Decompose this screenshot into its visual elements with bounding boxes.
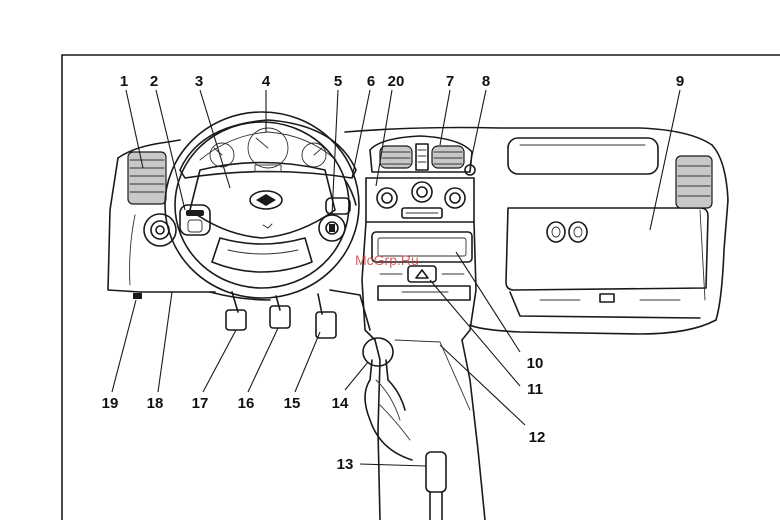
callout-17: 17 <box>192 395 209 412</box>
callout-5: 5 <box>334 73 342 90</box>
callout-15: 15 <box>284 395 301 412</box>
heater-control-panel <box>365 177 475 223</box>
leader-lines <box>111 89 681 467</box>
diagram-frame <box>61 54 780 520</box>
light-switch-knob <box>143 213 177 247</box>
callout-20: 20 <box>388 73 405 90</box>
callout-3: 3 <box>195 73 203 90</box>
glovebox <box>505 207 709 291</box>
gear-lever <box>362 337 413 461</box>
callout-11: 11 <box>527 381 543 398</box>
callout-8: 8 <box>482 73 490 90</box>
callout-labels: 1 2 3 4 5 6 20 7 8 9 10 11 12 13 14 15 1… <box>102 73 685 473</box>
dashboard-panel <box>107 126 729 335</box>
callout-13: 13 <box>337 456 354 473</box>
steering-wheel <box>164 111 360 299</box>
callout-16: 16 <box>238 395 255 412</box>
callout-4: 4 <box>262 73 271 90</box>
passenger-lower-panel <box>509 291 701 319</box>
callout-12: 12 <box>529 429 546 446</box>
callout-2: 2 <box>150 73 158 90</box>
console-tray <box>377 285 471 301</box>
callout-7: 7 <box>446 73 454 90</box>
center-console <box>361 221 486 520</box>
ignition-switch <box>318 197 351 242</box>
callout-9: 9 <box>676 73 684 90</box>
radio-storage-slot <box>371 231 473 263</box>
right-side-vent <box>675 155 713 209</box>
pedals <box>225 291 337 339</box>
callout-1: 1 <box>120 73 128 90</box>
callout-6: 6 <box>367 73 375 90</box>
right-stalk <box>344 179 357 206</box>
hazard-switch <box>379 265 465 283</box>
handbrake-lever <box>425 451 447 520</box>
callout-10: 10 <box>527 355 544 372</box>
watermark-text: McGrp.Ru <box>355 252 419 268</box>
bonnet-release <box>133 293 142 299</box>
callout-14: 14 <box>332 395 349 412</box>
callout-18: 18 <box>147 395 164 412</box>
center-vents <box>369 135 473 173</box>
dashboard-top-recess <box>507 137 659 175</box>
left-side-vent <box>127 151 167 205</box>
instrument-cluster <box>179 119 357 179</box>
callout-19: 19 <box>102 395 119 412</box>
